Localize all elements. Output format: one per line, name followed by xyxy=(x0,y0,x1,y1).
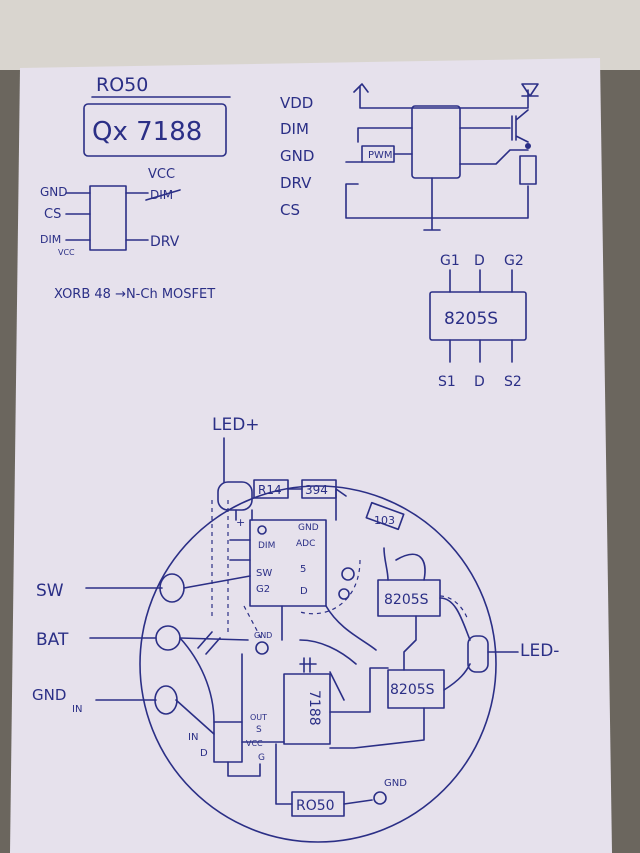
ic-pin-g2: G2 xyxy=(256,584,270,595)
pwm-label: PWM xyxy=(368,150,393,161)
reg-pin-g: G xyxy=(258,753,265,763)
pin-drv: DRV xyxy=(150,234,180,250)
pin-s1: S1 xyxy=(438,374,456,390)
pin-g2: G2 xyxy=(504,253,524,269)
reg-pin-vcc: VCC xyxy=(246,739,263,748)
reg-pin-in: IN xyxy=(188,732,198,743)
resistor-394: 394 xyxy=(305,483,328,497)
table-top-strip xyxy=(0,0,640,70)
reg-pin-d: D xyxy=(200,748,208,759)
driver-label: 7188 xyxy=(306,690,322,726)
sig-dim: DIM xyxy=(280,120,309,138)
sig-cs: CS xyxy=(280,201,300,219)
ic-pin-s: 5 xyxy=(300,564,306,575)
pin-d-bottom: D xyxy=(474,374,485,390)
pin-s2: S2 xyxy=(504,374,522,390)
ic-pin-dim: DIM xyxy=(258,541,275,551)
pin-dim: DIM xyxy=(40,233,61,246)
driver-circuit-sketch: VDD DIM GND DRV CS PWM xyxy=(280,83,539,231)
ic-pin-sw: SW xyxy=(256,568,272,579)
pin-dim-sub: VCC xyxy=(58,248,75,257)
mosfet-upper-label: 8205S xyxy=(384,592,429,608)
ic-pin-adc: ADC xyxy=(296,539,315,549)
pin-gnd: GND xyxy=(40,185,68,199)
ic-pin-d: D xyxy=(300,586,308,597)
plus-mark: + xyxy=(236,516,245,529)
mosfet-part-label: 8205S xyxy=(444,309,498,329)
mosfet-lower-label: 8205S xyxy=(390,682,435,698)
pin-vcc: VCC xyxy=(148,167,175,182)
sig-gnd: GND xyxy=(280,147,314,165)
gnd-bottom-label: GND xyxy=(384,778,407,789)
ic-pin-gnd: GND xyxy=(298,523,319,533)
gnd-in-sub: IN xyxy=(72,704,82,715)
ro50-marking: Qx 7188 xyxy=(92,117,202,147)
resistor-r14: R14 xyxy=(258,483,282,497)
led-plus-label: LED+ xyxy=(212,415,260,435)
pin-g1: G1 xyxy=(440,253,460,269)
led-minus-label: LED- xyxy=(520,641,559,661)
resistor-103: 103 xyxy=(374,514,395,527)
pin-cs: CS xyxy=(44,207,61,222)
board-layout-sketch: LED+ R14 394 103 + DIM SW G2 GND ADC 5 D… xyxy=(32,415,559,843)
pin-d-top: D xyxy=(474,253,485,269)
bat-label: BAT xyxy=(36,630,69,650)
mosfet-8205s-pinout: G1 D G2 8205S S1 D S2 xyxy=(429,253,527,390)
paper-sheet xyxy=(10,58,612,853)
ro50-label: RO50 xyxy=(96,74,148,96)
ro50-part-sketch: RO50 Qx 7188 xyxy=(83,74,231,157)
reg-pin-out: OUT xyxy=(250,713,267,722)
chip-pinout-sketch: GND CS DIM VCC VCC DIM DRV XORB 48 →N-Ch… xyxy=(40,167,215,302)
sw-label: SW xyxy=(36,581,64,601)
sig-vdd: VDD xyxy=(280,94,313,112)
gnd-in-label: GND xyxy=(32,686,66,704)
bottom-ro50-label: RO50 xyxy=(296,798,335,814)
gnd-mid-label: GND xyxy=(254,631,272,640)
reg-pin-s: S xyxy=(256,725,262,735)
mosfet-note: XORB 48 →N-Ch MOSFET xyxy=(54,287,215,302)
sig-drv: DRV xyxy=(280,174,312,192)
